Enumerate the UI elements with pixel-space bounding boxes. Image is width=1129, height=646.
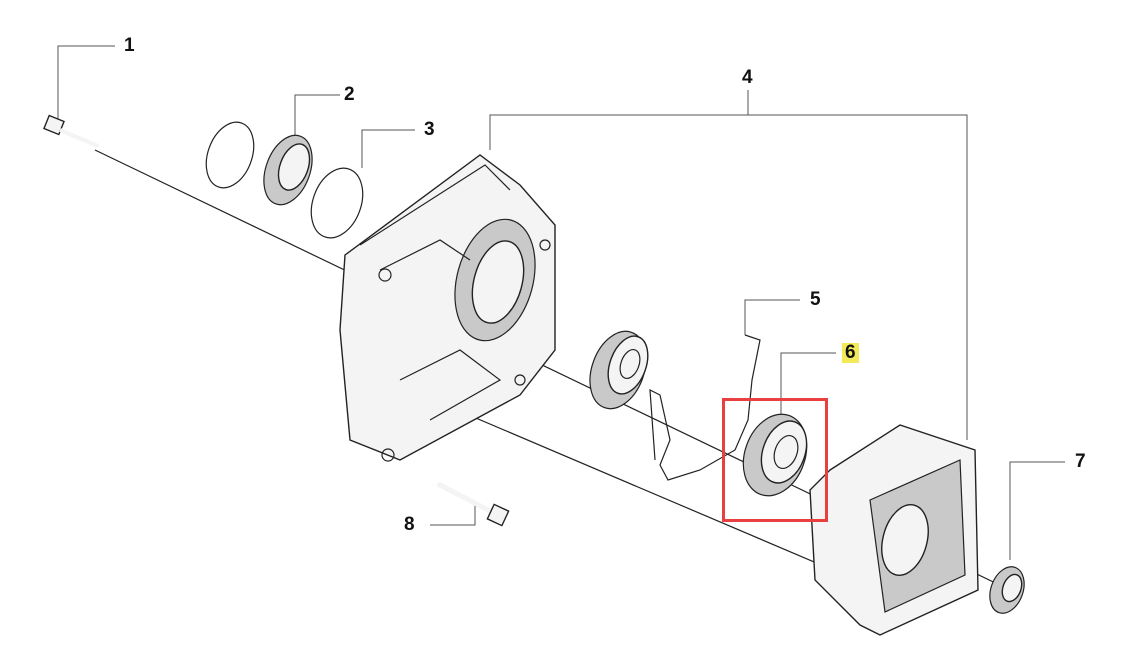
leader-8 <box>430 505 476 526</box>
leader-6 <box>780 352 836 418</box>
leader-7 <box>1009 461 1065 560</box>
callout-6-highlighted[interactable]: 6 <box>842 343 859 363</box>
screw-part-8 <box>436 481 510 527</box>
bearing-middle <box>589 330 649 410</box>
lower-assembly-axis <box>409 389 881 591</box>
callout-1[interactable]: 1 <box>124 35 135 56</box>
screw-part-1 <box>43 114 99 148</box>
callout-2[interactable]: 2 <box>344 84 355 105</box>
callout-8[interactable]: 8 <box>404 514 415 535</box>
selected-part-highlight-box <box>722 398 828 522</box>
seal-part-7 <box>989 566 1025 614</box>
callout-4[interactable]: 4 <box>742 67 753 88</box>
leader-4 <box>489 114 968 440</box>
leader-3 <box>361 129 415 168</box>
leader-5 <box>744 299 800 335</box>
gasket-part-5 <box>649 334 761 481</box>
callout-5[interactable]: 5 <box>810 289 821 310</box>
callout-3[interactable]: 3 <box>424 119 435 140</box>
leader-2 <box>294 94 340 140</box>
crankcase-part-4 <box>339 154 556 462</box>
circlip-and-bearing-part-2 <box>205 121 313 206</box>
gear-housing-part-4 <box>809 424 979 636</box>
bearing-part-6 <box>742 413 808 497</box>
leader-1 <box>57 45 115 120</box>
callout-7[interactable]: 7 <box>1075 451 1086 472</box>
circlip-part-3 <box>310 167 364 239</box>
